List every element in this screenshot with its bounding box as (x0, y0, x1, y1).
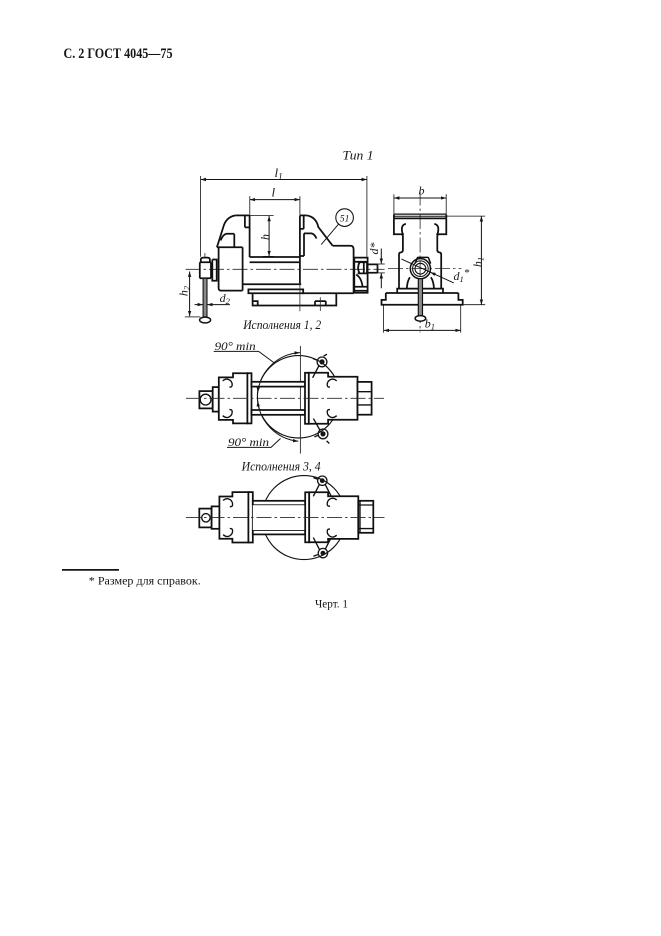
svg-text:h2: h2 (176, 285, 191, 296)
svg-text:Черт. 1: Черт. 1 (315, 597, 348, 611)
svg-text:Исполнения 1, 2: Исполнения 1, 2 (242, 317, 321, 332)
svg-text:d2: d2 (220, 291, 231, 306)
svg-text:51: 51 (340, 214, 350, 224)
svg-text:* Размер для справок.: * Размер для справок. (89, 576, 201, 588)
svg-text:l: l (272, 185, 276, 200)
svg-text:Исполнения 3, 4: Исполнения 3, 4 (241, 459, 321, 474)
svg-text:Тип 1: Тип 1 (343, 149, 374, 163)
svg-text:С. 2 ГОСТ 4045—75: С. 2 ГОСТ 4045—75 (64, 46, 173, 62)
svg-text:l1: l1 (275, 165, 283, 182)
svg-text:90° min: 90° min (228, 437, 269, 449)
svg-text:h: h (258, 234, 272, 240)
svg-text:90° min: 90° min (215, 341, 256, 353)
svg-text:d1*: d1* (454, 267, 470, 284)
svg-text:h1: h1 (470, 257, 485, 267)
svg-text:b1: b1 (425, 317, 435, 332)
svg-text:d*: d* (367, 243, 381, 255)
svg-text:b: b (419, 184, 425, 198)
